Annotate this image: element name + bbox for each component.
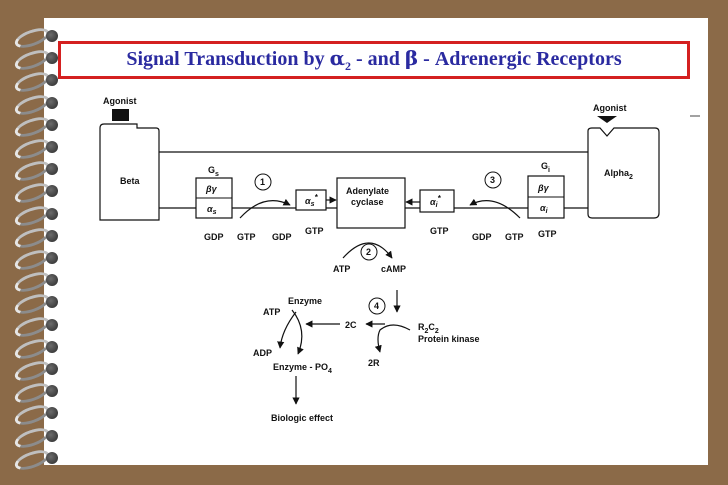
gs-label: Gs bbox=[208, 165, 219, 178]
two-r-label: 2R bbox=[368, 358, 380, 368]
alpha-i-active-label: αi* bbox=[430, 194, 442, 209]
agonist-right-label: Agonist bbox=[593, 103, 627, 113]
alpha-s-active-label: αs* bbox=[305, 193, 319, 208]
spiral-hole bbox=[46, 318, 58, 331]
gtp-label-4: GTP bbox=[505, 232, 524, 242]
gtp-label-1: GTP bbox=[237, 232, 256, 242]
spiral-hole bbox=[46, 451, 58, 464]
gi-label: Gi bbox=[541, 161, 550, 174]
title-alpha: α bbox=[329, 46, 345, 70]
title-box: Signal Transduction by α2 - and β - Adre… bbox=[58, 41, 690, 79]
spiral-hole bbox=[46, 429, 58, 442]
arrow-enzyme-po4 bbox=[291, 309, 304, 355]
beta-receptor bbox=[99, 123, 160, 221]
step-1-circle bbox=[254, 173, 272, 191]
spiral-hole bbox=[46, 141, 58, 153]
spiral-hole bbox=[46, 52, 58, 65]
step-4-circle bbox=[368, 297, 386, 315]
agonist-left-icon bbox=[112, 109, 129, 121]
biologic-effect-label: Biologic effect bbox=[271, 413, 333, 423]
two-c-label: 2C bbox=[345, 320, 357, 330]
beta-receptor-label: Beta bbox=[120, 176, 141, 186]
adenylate-label: Adenylate bbox=[346, 186, 389, 196]
title-alpha-sub: 2 bbox=[344, 59, 351, 73]
title-middle: - and bbox=[350, 48, 405, 70]
spiral-hole bbox=[46, 363, 58, 375]
gi-beta-gamma: βγ bbox=[537, 183, 550, 193]
adenylate-cyclase bbox=[336, 177, 406, 229]
spiral-hole bbox=[46, 385, 58, 398]
slide-title: Signal Transduction by α2 - and β - Adre… bbox=[126, 46, 621, 74]
spiral-hole bbox=[46, 296, 58, 309]
title-prefix: Signal Transduction by bbox=[126, 48, 330, 70]
gtp-label-5: GTP bbox=[538, 229, 557, 239]
alpha2-receptor bbox=[587, 127, 660, 219]
alpha-i-active bbox=[419, 189, 455, 213]
title-suffix: - Adrenergic Receptors bbox=[418, 48, 622, 70]
atp-label-2: ATP bbox=[263, 307, 280, 317]
protein-kinase-label: Protein kinase bbox=[418, 334, 480, 344]
gs-alpha-s: αs bbox=[207, 204, 217, 216]
step-4-label: 4 bbox=[374, 301, 379, 311]
spiral-hole bbox=[46, 207, 58, 220]
alpha2-label: Alpha2 bbox=[604, 168, 633, 181]
camp-label: cAMP bbox=[381, 264, 406, 274]
adp-label: ADP bbox=[253, 348, 272, 358]
r2c2-label: R2C2 bbox=[418, 322, 439, 335]
step-3-label: 3 bbox=[490, 175, 495, 185]
spiral-hole bbox=[46, 229, 58, 242]
spiral-hole bbox=[46, 118, 58, 131]
arrow-kinase-dissociation bbox=[374, 324, 411, 353]
step-2-label: 2 bbox=[366, 247, 371, 257]
spiral-hole bbox=[46, 340, 58, 353]
arrow-gs-activation bbox=[239, 198, 291, 219]
gs-beta-gamma: βγ bbox=[205, 184, 218, 194]
cyclase-label: cyclase bbox=[351, 197, 384, 207]
agonist-right-icon bbox=[597, 116, 617, 123]
step-3-circle bbox=[484, 171, 502, 189]
title-beta: β bbox=[404, 46, 419, 70]
spiral-hole bbox=[46, 30, 58, 42]
agonist-left-label: Agonist bbox=[103, 96, 137, 106]
spiral-hole bbox=[46, 96, 58, 109]
spiral-hole bbox=[46, 252, 58, 264]
step-2-circle bbox=[360, 243, 378, 261]
gtp-label-2: GTP bbox=[305, 226, 324, 236]
spiral-hole bbox=[46, 274, 58, 287]
enzyme-po4-label: Enzyme - PO4 bbox=[273, 362, 332, 375]
step-1-label: 1 bbox=[260, 177, 265, 187]
arrow-atp-adp bbox=[277, 311, 297, 349]
enzyme-label: Enzyme bbox=[288, 296, 322, 306]
spiral-hole bbox=[46, 407, 58, 420]
spiral-hole bbox=[46, 74, 58, 87]
arrow-atp-camp bbox=[342, 242, 393, 259]
spiral-hole bbox=[46, 163, 58, 176]
atp-label: ATP bbox=[333, 264, 350, 274]
notebook-page bbox=[44, 18, 708, 465]
gi-alpha-i: αi bbox=[540, 203, 549, 215]
gdp-label-3: GDP bbox=[472, 232, 492, 242]
gtp-label-3: GTP bbox=[430, 226, 449, 236]
spiral-hole bbox=[46, 185, 58, 198]
gdp-label-2: GDP bbox=[272, 232, 292, 242]
arrow-gi-activation bbox=[469, 198, 521, 219]
gdp-label-1: GDP bbox=[204, 232, 224, 242]
